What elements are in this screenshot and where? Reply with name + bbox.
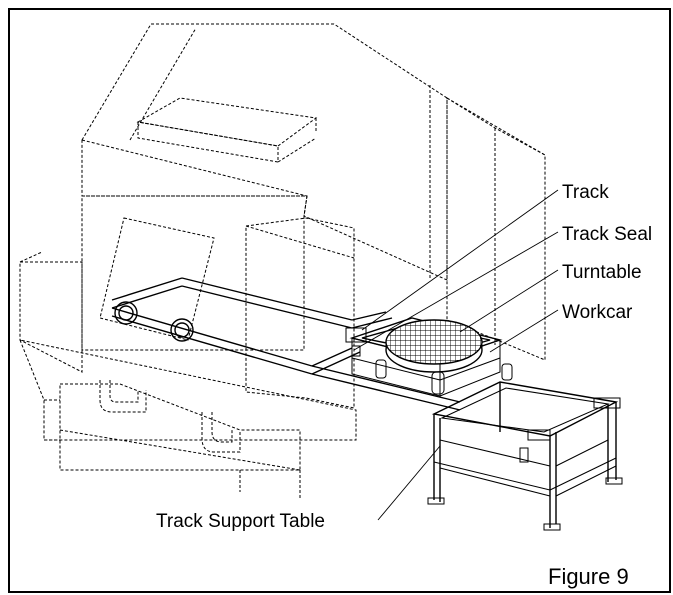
leader-lines xyxy=(353,189,559,521)
support-table-drawing xyxy=(427,381,623,531)
label-workcar: Workcar xyxy=(562,302,633,323)
leader-track xyxy=(361,189,559,331)
label-track: Track xyxy=(562,182,609,203)
label-track-support-table: Track Support Table xyxy=(156,511,325,532)
figure-frame xyxy=(8,8,671,593)
leader-track-seal xyxy=(353,231,559,351)
leader-track-support-table xyxy=(377,445,441,521)
track-drawing xyxy=(111,277,461,411)
figure-caption: Figure 9 xyxy=(548,564,629,589)
turntable-drawing xyxy=(385,319,483,373)
leader-workcar xyxy=(489,309,559,353)
leader-turntable xyxy=(459,269,559,333)
label-turntable: Turntable xyxy=(562,262,642,283)
label-track-seal: Track Seal xyxy=(562,224,652,245)
cabinet-drawing xyxy=(19,23,546,500)
